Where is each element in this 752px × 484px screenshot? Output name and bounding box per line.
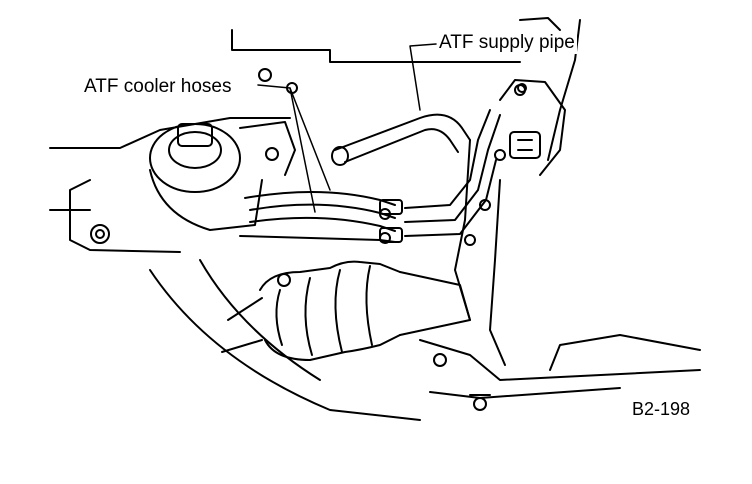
atf-supply-pipe-label: ATF supply pipe (437, 32, 577, 54)
leader-lines (257, 43, 437, 213)
vehicle-frame-outline (49, 17, 581, 253)
atf-cooler-hoses-label: ATF cooler hoses (82, 76, 234, 98)
drive-shaft-boot (221, 260, 471, 361)
lower-structure (149, 259, 701, 421)
cooler-hose-bundle (239, 109, 501, 244)
figure-code-label: B2-198 (630, 398, 693, 420)
engine-mount (90, 121, 296, 244)
atf-supply-pipe-drawing (331, 113, 471, 166)
